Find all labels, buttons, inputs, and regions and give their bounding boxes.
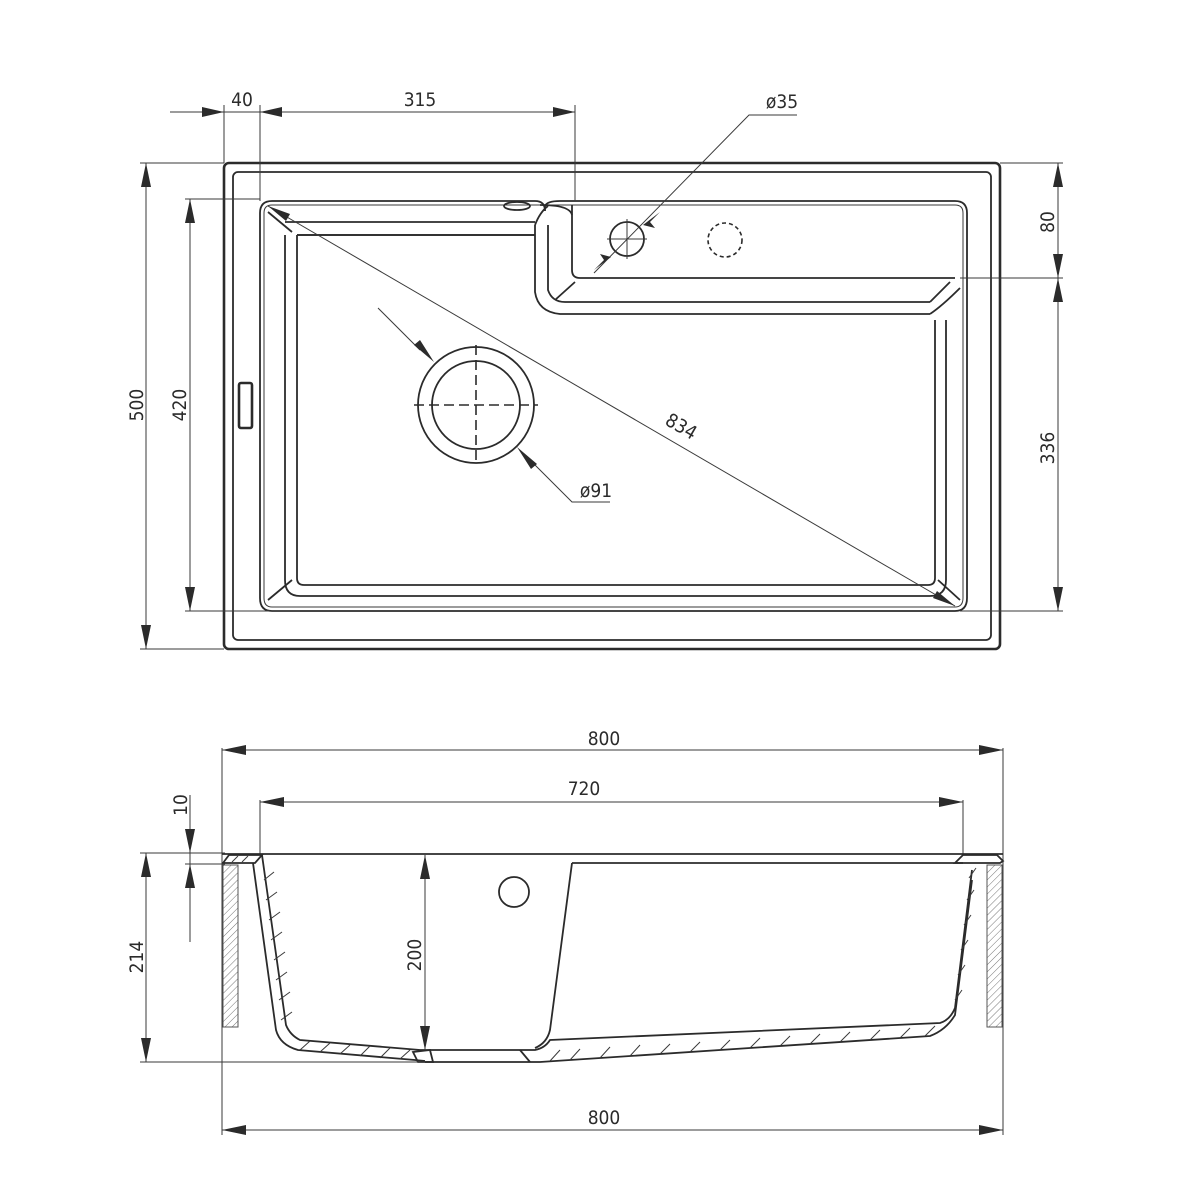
dim-bowl-depth-side: 200 [404, 939, 426, 972]
overflow-oval [503, 201, 531, 211]
dim-ledge-depth: 80 [1037, 211, 1059, 233]
dim-bowl-main-depth: 336 [1037, 432, 1059, 465]
dim-bowl-width: 720 [568, 778, 601, 800]
dim-drain-diameter: ø91 [580, 480, 612, 502]
drain-hole [414, 345, 538, 465]
section-hatching [263, 867, 977, 1062]
left-cabinet-wall [222, 864, 239, 1028]
dim-rim-thickness: 10 [170, 794, 192, 816]
overflow-hole [498, 876, 530, 908]
optional-tap-hole [707, 222, 743, 258]
sink-inner-rim [232, 171, 992, 641]
dim-overall-depth: 500 [126, 389, 148, 422]
side-view: 800 720 [126, 728, 1005, 1135]
bowl-outer-contour [259, 200, 968, 612]
bowl-floor-profile [420, 869, 973, 1063]
dim-overall-width-top: 800 [588, 728, 621, 750]
sink-outer-rim [222, 161, 1002, 651]
dim-diagonal: 834 [661, 409, 700, 444]
dim-overall-width-bottom: 800 [588, 1107, 621, 1129]
dim-bowl-depth: 420 [169, 389, 191, 422]
dim-overall-height: 214 [126, 941, 148, 974]
ledge-step [571, 205, 955, 279]
right-cabinet-wall [986, 864, 1003, 1028]
dim-left-offset: 40 [231, 89, 253, 111]
dim-tap-position: 315 [404, 89, 437, 111]
overflow-slot [237, 381, 254, 430]
bowl-floor [296, 234, 936, 586]
dim-tap-hole-diameter: ø35 [766, 91, 798, 113]
bowl-wall-left [252, 854, 426, 1062]
top-view: 40 315 ø35 500 420 80 336 [126, 89, 1063, 651]
